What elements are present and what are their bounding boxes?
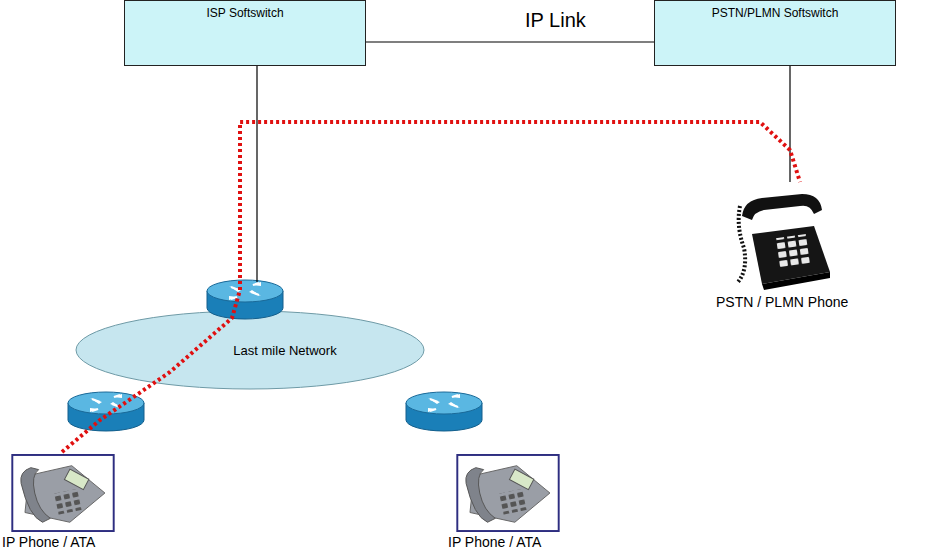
router-icon xyxy=(406,392,482,431)
node-label: PSTN/PLMN Softswitch xyxy=(655,6,895,20)
router-icon xyxy=(207,280,283,319)
softswitch-box: ISP Softswitch xyxy=(124,0,366,66)
link-line xyxy=(256,66,257,282)
node-label: ISP Softswitch xyxy=(125,6,365,20)
softswitch-box: PSTN/PLMN Softswitch xyxy=(654,0,896,66)
node-label: IP Phone / ATA xyxy=(2,534,95,550)
link-line xyxy=(366,41,654,42)
node-label: Last mile Network xyxy=(233,343,336,358)
router-icon xyxy=(68,392,144,431)
network-ellipse: Last mile Network xyxy=(75,310,425,390)
link-line xyxy=(789,66,790,182)
ip-phone-icon xyxy=(12,455,113,531)
node-label: IP Phone / ATA xyxy=(448,534,541,550)
desk-phone-icon xyxy=(738,194,830,290)
node-label: PSTN / PLMN Phone xyxy=(716,294,848,310)
ip-phone-icon xyxy=(457,455,558,531)
call-path xyxy=(62,122,800,452)
link-label: IP Link xyxy=(522,9,589,32)
